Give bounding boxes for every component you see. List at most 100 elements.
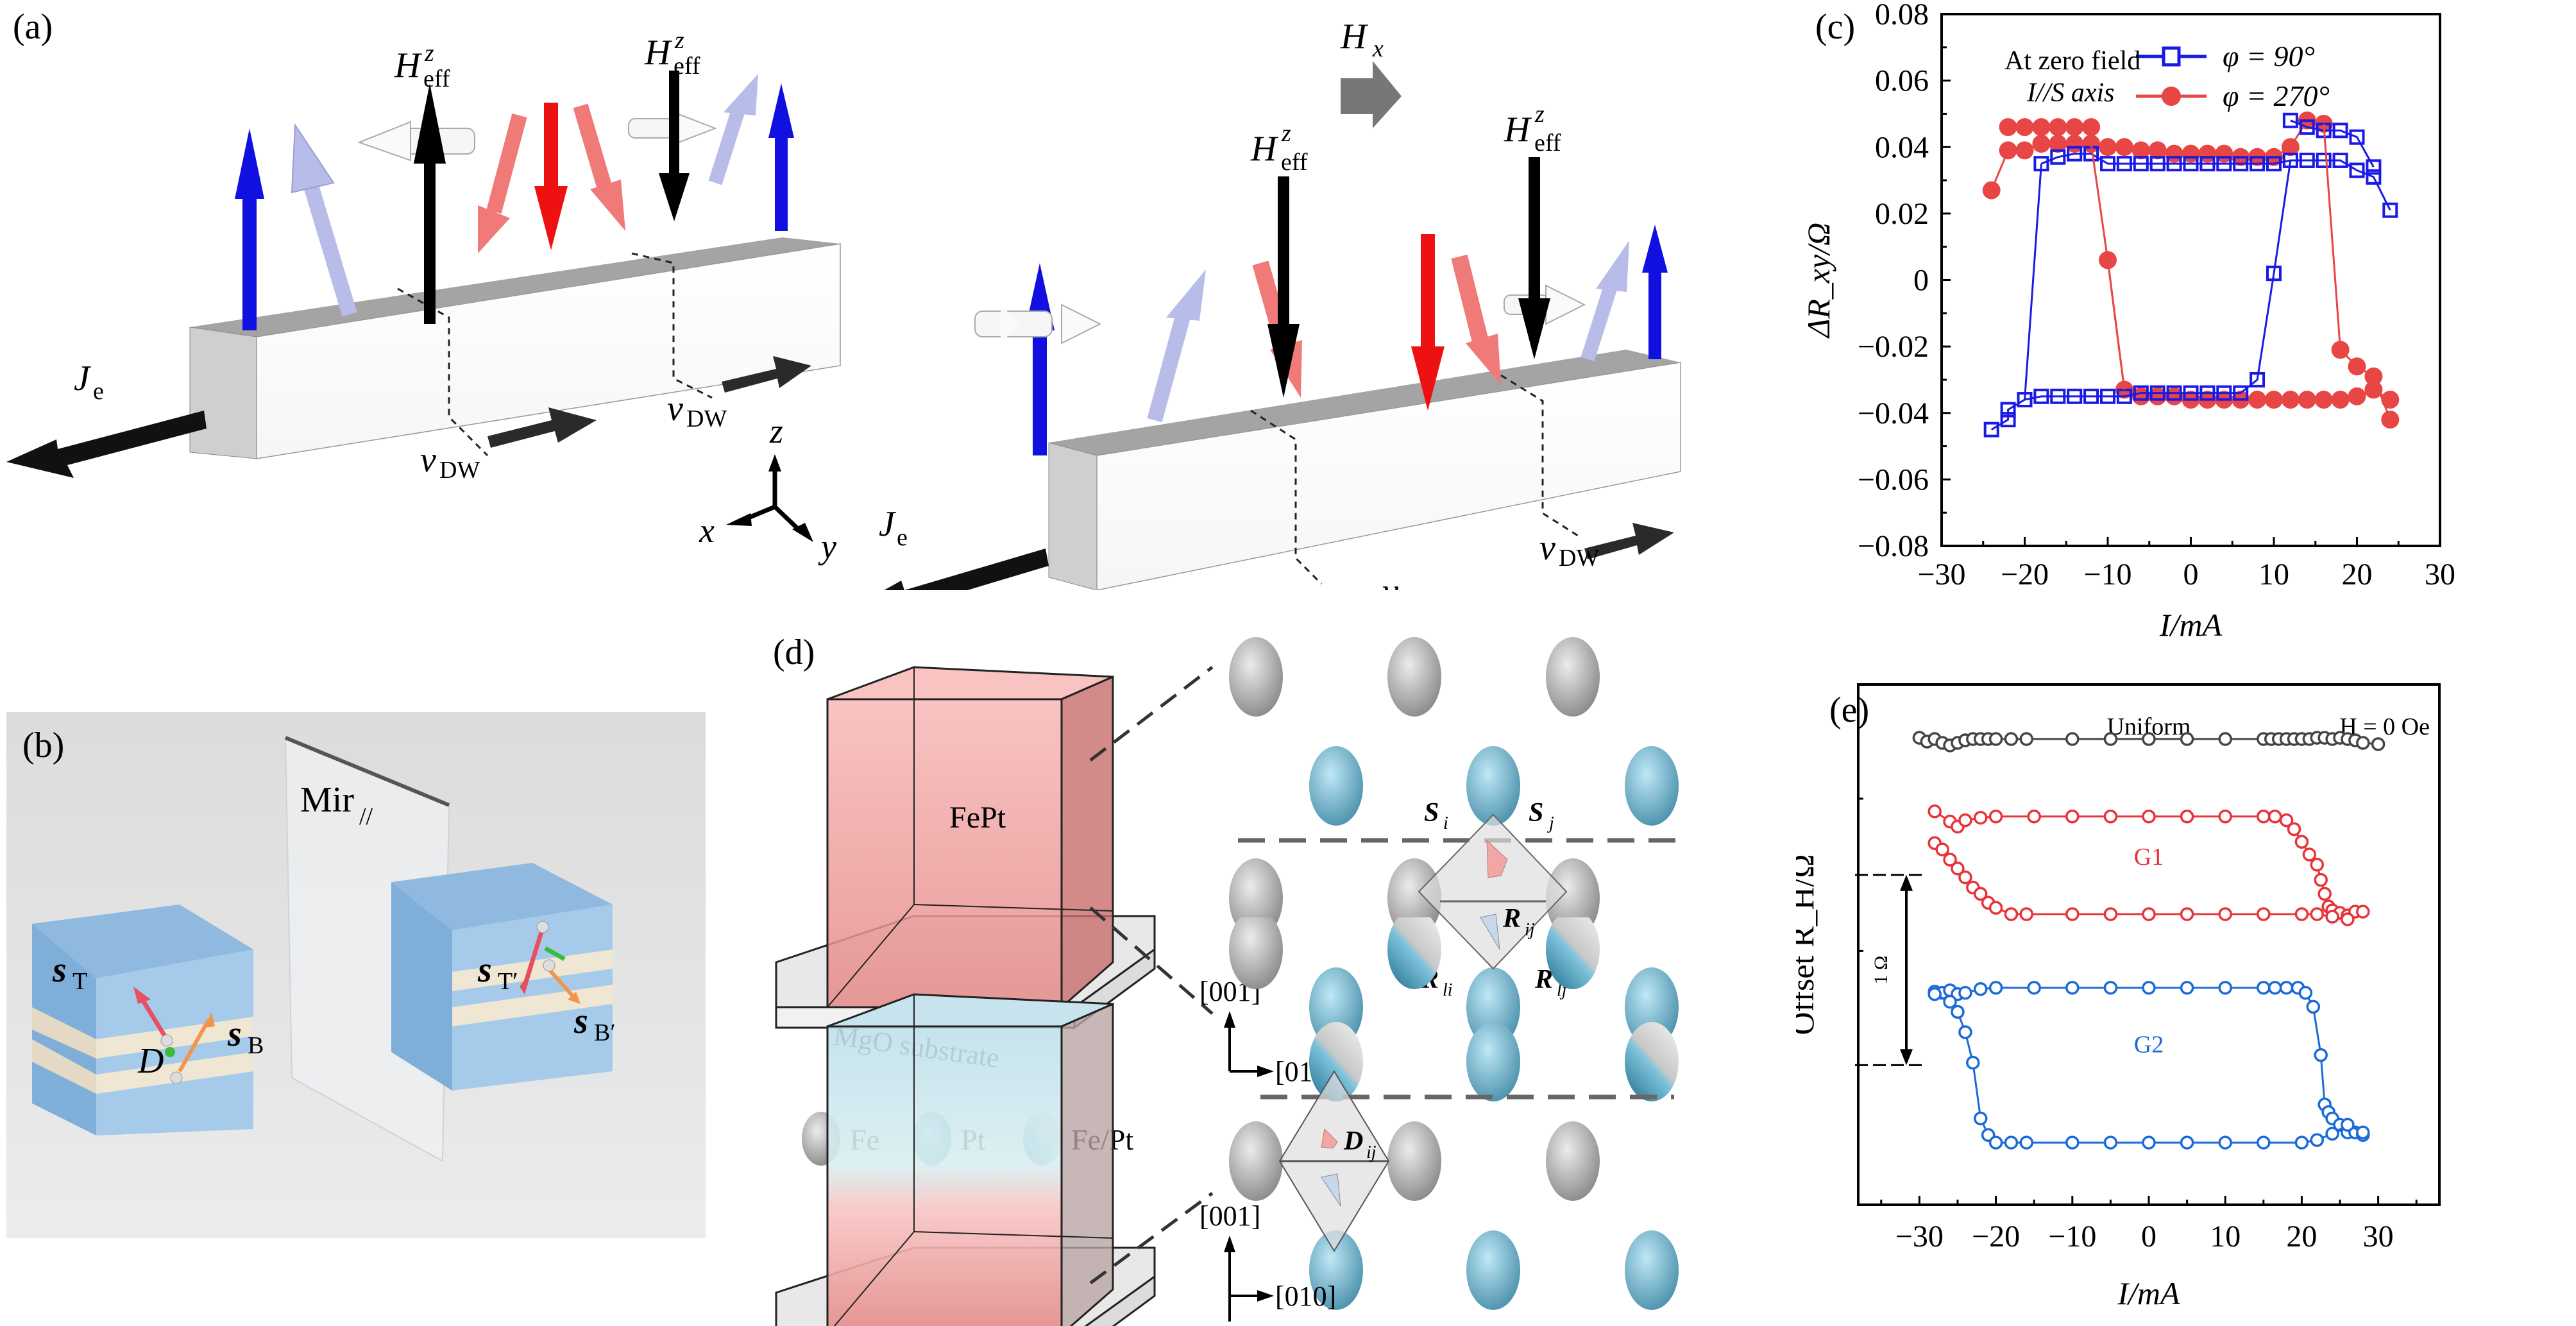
coordinate-triad: z x y — [699, 412, 836, 566]
panel-e-label: (e) — [1829, 690, 1870, 730]
data-point-90 — [2050, 388, 2066, 404]
g2-lower-point — [1966, 1055, 1980, 1070]
vdw-label-left-2: v — [667, 389, 683, 429]
g2-lower-point — [2004, 1135, 2019, 1150]
g1-lower-point — [2142, 907, 2156, 921]
g2-lower-point — [2019, 1135, 2034, 1150]
pt-atom — [1309, 967, 1363, 1047]
g1-lower-point — [2218, 907, 2232, 921]
svg-text:DW: DW — [686, 405, 727, 432]
annotation-g1: G1 — [2134, 844, 2164, 871]
chart-c-annotation-1: At zero field — [2004, 46, 2140, 76]
mix-atom — [1387, 917, 1441, 989]
chart-e-xtick-label: 0 — [2141, 1220, 2157, 1254]
crystal-axes-top: [001] [010] — [1199, 976, 1336, 1087]
svg-text:e: e — [93, 378, 104, 405]
g1-upper-point — [2302, 847, 2317, 862]
fept-film-bottom — [775, 993, 1156, 1326]
svg-text://: // — [359, 803, 373, 830]
data-point-270 — [2364, 380, 2383, 399]
g1-lower-point — [2310, 907, 2325, 921]
data-point-90 — [2133, 156, 2149, 172]
data-point-90 — [2116, 156, 2132, 172]
g2-lower-point — [2065, 1135, 2080, 1150]
axis-001-bottom: [001] — [1199, 1200, 1260, 1232]
panel-a-right-labels: H x H z eff H z eff J e v DW v DW — [879, 17, 1599, 590]
vdw-arrow-left-2 — [722, 356, 811, 393]
pt-atom — [1625, 1230, 1679, 1310]
g2-lower-point — [2341, 1118, 2355, 1132]
fept-label-top: FePt — [949, 801, 1006, 835]
heff-arrows-left — [414, 71, 690, 324]
chart-e-xlabel: I/mA — [2117, 1275, 2180, 1311]
chart-c-ytick-label: 0.06 — [1875, 64, 1929, 98]
legend-marker-90 — [2162, 46, 2181, 67]
data-point-270 — [2348, 357, 2366, 376]
g1-upper-point — [2180, 809, 2194, 824]
g2-lower-line — [1934, 993, 2364, 1144]
s-b-prime-label: s — [573, 1001, 588, 1041]
g2-upper-point — [2065, 981, 2080, 995]
g1-lower-point — [2294, 907, 2309, 921]
data-point-270 — [2131, 387, 2150, 405]
data-point-90 — [2382, 202, 2398, 218]
fe-atom — [1387, 637, 1441, 717]
dmi-vector-left — [165, 1047, 175, 1057]
g1-lower-point — [1943, 853, 1957, 867]
multilayer-block-left — [32, 905, 253, 1135]
g2-lower-point — [1958, 1025, 1972, 1039]
g1-lower-point — [2004, 907, 2019, 921]
g1-lower-point — [2341, 912, 2355, 926]
vdw-label-right-1: v — [1382, 572, 1398, 590]
spin-s-t-prime-arrow — [523, 929, 545, 983]
data-point-270 — [2049, 135, 2067, 153]
pt-atom — [1625, 746, 1679, 826]
series-270-red-tail-line — [2339, 349, 2391, 420]
s-t-label: s — [52, 950, 67, 990]
chart-c-ylabel: ΔR_xy/Ω — [1801, 223, 1836, 339]
chart-c-xtick-label: 10 — [2258, 557, 2289, 591]
pt-atom — [1466, 967, 1520, 1047]
spin-s-t-arrow — [139, 996, 169, 1041]
fe-atom — [1229, 917, 1283, 989]
spin-s-b-prime-arrow — [547, 967, 576, 999]
panel-a-left-labels: H z eff H z eff J e v DW v DW — [74, 27, 727, 484]
svg-text:T′: T′ — [498, 968, 518, 995]
je-label-right: J — [879, 504, 897, 544]
uniform-point — [2371, 737, 2385, 751]
g1-upper-point — [2142, 809, 2156, 824]
chart-e-xtick-label: 20 — [2286, 1220, 2317, 1254]
g1-lower-point — [2325, 910, 2339, 924]
data-point-90 — [2083, 388, 2099, 404]
switch-270-right — [2323, 123, 2342, 350]
g1-lower-point — [2103, 907, 2118, 921]
fe-atom — [1546, 637, 1600, 717]
g1-lower-point — [2180, 907, 2194, 921]
g1-upper-point — [1928, 804, 1942, 819]
data-point-90 — [2250, 156, 2266, 172]
svg-text:j: j — [1547, 813, 1554, 833]
g1-upper-point — [2267, 809, 2282, 824]
chart-c-ytick-label: 0.04 — [1875, 130, 1929, 164]
g2-upper-point — [2279, 981, 2294, 995]
g2-upper-point — [2267, 981, 2282, 995]
svg-text:DW: DW — [1402, 588, 1442, 590]
hx-label: H — [1340, 17, 1368, 56]
uniform-point — [2019, 732, 2034, 746]
domain-wall-markers-right — [1250, 374, 1579, 585]
current-arrow-left — [6, 411, 207, 478]
g2-upper-point — [2180, 981, 2194, 995]
switch-90-right — [2273, 160, 2292, 274]
g2-lower-point — [1943, 994, 1957, 1009]
g1-upper-point — [2103, 809, 2118, 824]
svg-text:eff: eff — [423, 65, 450, 92]
data-point-270 — [2148, 387, 2167, 405]
g2-lower-point — [1973, 1111, 1988, 1126]
chart-c-xlabel: I/mA — [2159, 607, 2223, 642]
svg-text:DW: DW — [439, 457, 480, 484]
pt-atom — [1466, 1022, 1520, 1101]
data-point-270 — [2381, 411, 2400, 429]
dmi-rhombus-top — [1418, 813, 1568, 970]
current-arrow-right — [884, 548, 1049, 590]
